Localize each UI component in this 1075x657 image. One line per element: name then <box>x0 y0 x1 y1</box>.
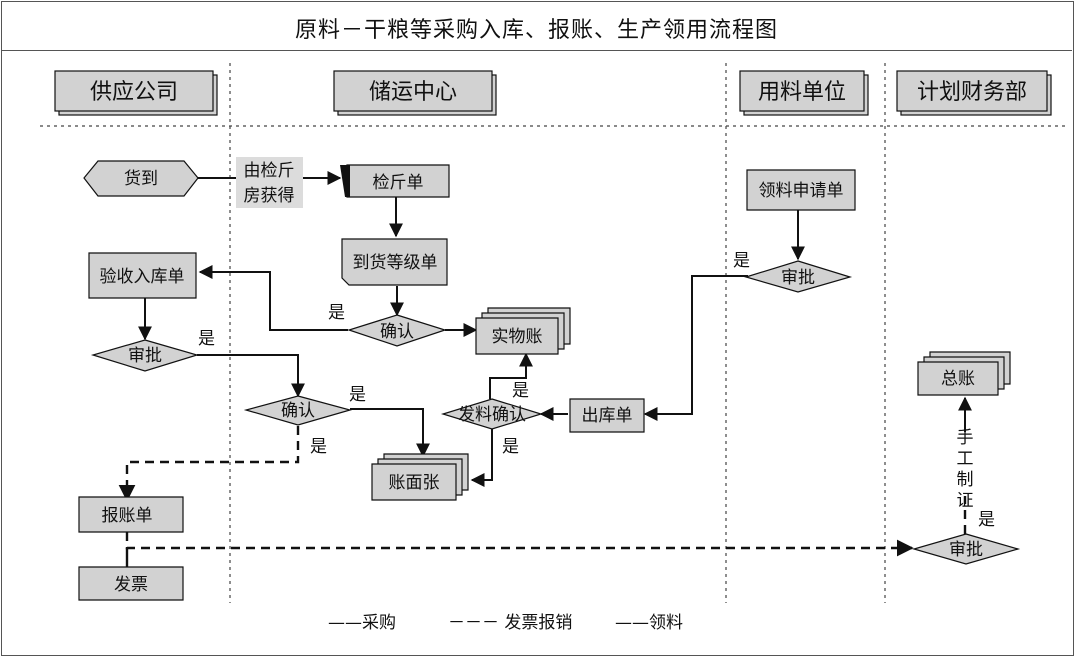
yes-approve-supplier: 是 <box>198 329 215 349</box>
legend-purchase: ——采购 <box>328 613 396 633</box>
label-outbound-slip: 出库单 <box>582 406 633 426</box>
lane-label-finance: 计划财务部 <box>917 80 1027 105</box>
yes-issue-up: 是 <box>512 381 529 401</box>
edge-confirm-to-receipt <box>198 265 348 331</box>
yes-approve-finance: 是 <box>978 510 995 530</box>
lane-label-supplier: 供应公司 <box>90 80 178 105</box>
node-physical-ledger <box>475 307 571 355</box>
label-physical-ledger: 实物账 <box>492 327 543 347</box>
node-book-ledger <box>371 453 469 501</box>
label-book-ledger: 账面张 <box>389 473 440 493</box>
label-voucher-2: 工 <box>957 449 974 469</box>
edge-approve-to-confirm-storage <box>197 354 305 398</box>
lane-label-storage: 储运中心 <box>369 80 457 105</box>
edges-solid <box>138 171 972 487</box>
node-grade-slip <box>341 238 448 286</box>
diagram-title: 原料－干粮等采购入库、报账、生产领用流程图 <box>294 18 778 43</box>
lane-header-supplier: 供应公司 <box>54 70 218 116</box>
edge-reimbursement-to-finance-approve <box>125 532 914 557</box>
title-rule <box>1 50 1072 51</box>
yes-approve-user: 是 <box>733 251 750 271</box>
node-approve-supplier <box>90 339 200 372</box>
label-issue-confirm: 发料确认 <box>458 405 526 425</box>
yes-confirm-main: 是 <box>328 303 345 323</box>
label-reimbursement-slip: 报账单 <box>102 506 153 526</box>
node-labels: 货到 由检斤 房获得 检斤单 到货等级单 确认 实物账 验收入库单 审批 确认 … <box>100 161 984 595</box>
label-voucher-3: 制 <box>957 470 974 490</box>
edges-dashed <box>118 426 967 557</box>
legend-invoice-reimburse: －－－ 发票报销 <box>448 613 572 633</box>
yes-confirm-storage-right: 是 <box>349 385 366 405</box>
lane-header-user: 用料单位 <box>739 70 869 116</box>
node-requisition <box>746 169 856 211</box>
yes-confirm-storage-down: 是 <box>310 437 327 457</box>
label-invoice: 发票 <box>114 575 148 595</box>
node-approve-user <box>743 260 853 293</box>
legend-requisition: ——领料 <box>615 613 683 633</box>
node-from-inspection <box>236 157 303 208</box>
label-from-inspection-1: 由检斤 <box>244 161 295 181</box>
label-approve-user: 审批 <box>781 268 815 288</box>
node-confirm-main <box>347 314 447 347</box>
node-invoice <box>78 566 184 601</box>
label-voucher-4: 证 <box>957 491 974 511</box>
edge-approve-to-outbound <box>643 275 748 421</box>
legend: ——采购 －－－ 发票报销 ——领料 <box>328 613 683 633</box>
edge-issue-to-book <box>470 428 493 487</box>
label-voucher-1: 手 <box>957 428 974 448</box>
yes-issue-down: 是 <box>502 437 519 457</box>
yes-labels: 是 是 是 是 是 是 是 是 <box>198 251 995 530</box>
label-approve-finance: 审批 <box>949 540 983 560</box>
lane-header-finance: 计划财务部 <box>896 70 1052 116</box>
edge-confirm-storage-to-book <box>350 408 430 458</box>
lane-headers: 供应公司 储运中心 用料单位 计划财务部 <box>54 70 1052 116</box>
lane-dividers <box>40 63 1065 603</box>
edge-issue-to-physical <box>489 352 533 399</box>
label-from-inspection-2: 房获得 <box>244 186 295 206</box>
inspection-slip-tab <box>340 165 350 197</box>
label-requisition: 领料申请单 <box>759 181 844 201</box>
node-approve-finance <box>911 533 1021 565</box>
node-issue-confirm <box>440 398 544 430</box>
label-confirm-storage: 确认 <box>281 401 315 421</box>
node-confirm-storage <box>243 395 353 426</box>
edge-confirm-storage-to-reimbursement <box>118 426 300 502</box>
label-inspection-slip: 检斤单 <box>373 173 424 193</box>
lane-label-user-unit: 用料单位 <box>758 80 846 105</box>
label-grade-slip: 到货等级单 <box>353 253 438 273</box>
label-approve-supplier: 审批 <box>128 346 162 366</box>
node-receipt-slip <box>88 252 197 299</box>
label-arrival: 货到 <box>124 169 158 189</box>
label-receipt-slip: 验收入库单 <box>100 267 185 287</box>
node-arrival <box>83 160 199 197</box>
label-confirm-main: 确认 <box>380 322 414 342</box>
nodes <box>78 157 1021 601</box>
node-outbound-slip <box>569 398 645 433</box>
label-general-ledger: 总账 <box>941 369 975 389</box>
lane-header-storage: 储运中心 <box>333 70 497 116</box>
node-general-ledger <box>917 351 1011 396</box>
node-reimbursement-slip <box>78 496 184 533</box>
